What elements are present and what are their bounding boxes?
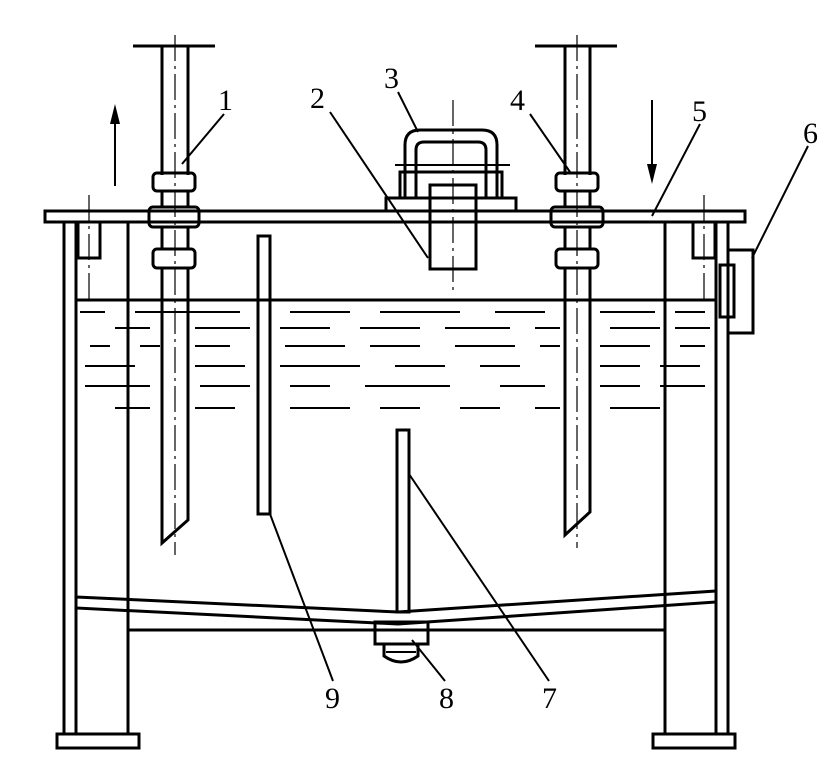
flow-arrow-down — [647, 100, 657, 184]
label-4-outlet-pipe-nut: 4 — [510, 84, 525, 117]
label-7-center-baffle: 7 — [542, 682, 557, 715]
label-1-inlet-pipe-nut: 1 — [218, 84, 233, 117]
liquid-hatching — [80, 311, 710, 409]
vent-assembly — [384, 100, 518, 295]
leader-8 — [411, 639, 446, 682]
label-5-tank-cover: 5 — [692, 95, 707, 128]
left-nut-bottom — [151, 247, 197, 270]
side-fitting-insert — [718, 263, 736, 319]
center-baffle — [395, 428, 411, 614]
leader-9 — [269, 513, 334, 682]
drain-plug-body — [373, 620, 430, 646]
right-nut-mid — [549, 205, 605, 229]
left-baffle — [256, 234, 272, 516]
leader-6 — [751, 145, 809, 259]
leader-4 — [529, 113, 571, 173]
leader-2 — [329, 111, 429, 259]
right-wall-outer — [714, 220, 730, 736]
right-foot — [651, 732, 737, 750]
left-wall-outer — [62, 220, 78, 736]
vent-collar — [398, 170, 504, 200]
leader-3 — [397, 91, 419, 133]
leader-lines — [181, 91, 809, 682]
leader-7 — [408, 473, 550, 682]
baffles — [256, 234, 411, 614]
label-3-vent-cap: 3 — [384, 62, 399, 95]
flow-arrow-up — [110, 104, 120, 186]
left-foot — [55, 732, 141, 750]
label-6-side-fitting: 6 — [803, 117, 818, 150]
right-nut-bottom — [554, 247, 600, 270]
side-fitting — [718, 248, 755, 335]
liquid — [76, 298, 716, 409]
label-2-vent-tube: 2 — [310, 82, 325, 115]
label-9-left-baffle: 9 — [325, 682, 340, 715]
vent-flange — [384, 196, 518, 213]
side-fitting-body — [726, 248, 755, 335]
left-nut-top — [151, 171, 197, 193]
leader-5 — [651, 123, 701, 217]
right-nut-top — [554, 171, 600, 193]
left-nut-mid — [147, 205, 201, 229]
left-pipe — [133, 35, 215, 555]
label-8-drain-plug: 8 — [439, 682, 454, 715]
leader-1 — [181, 113, 225, 165]
right-pipe — [535, 35, 617, 548]
drain-plug-cap — [382, 642, 420, 664]
